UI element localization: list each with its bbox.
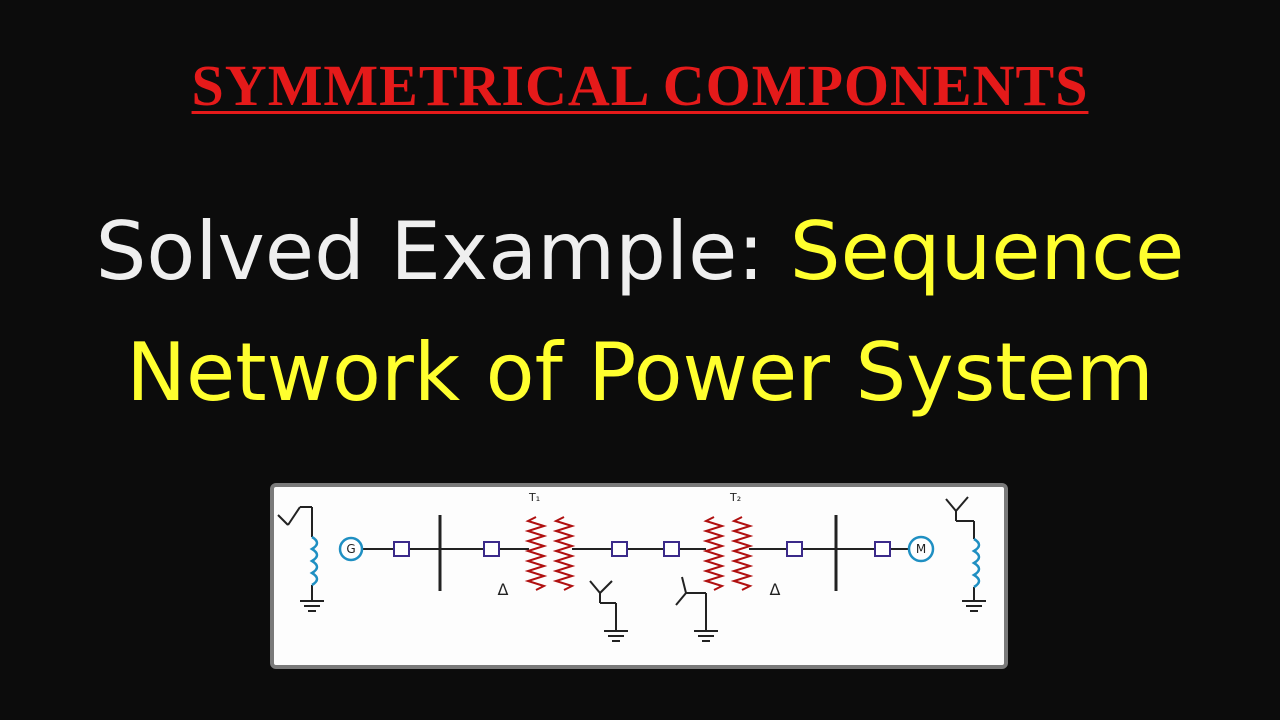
- generator-label: G: [346, 542, 355, 556]
- single-line-diagram-svg: G M T₁: [277, 491, 986, 642]
- transformer-2-star-grounding: [675, 576, 718, 642]
- motor-grounding-reactor: [971, 537, 981, 589]
- transformer-2-label: T₂: [729, 491, 741, 504]
- transformer-1-label: T₁: [528, 491, 540, 504]
- single-line-diagram: G M T₁: [270, 483, 1008, 669]
- breaker-4: [663, 541, 680, 557]
- transformer-1-delta-symbol: Δ: [498, 580, 509, 599]
- heading-text: SYMMETRICAL COMPONENTS: [191, 53, 1089, 118]
- breaker-1: [393, 541, 410, 557]
- title-line-1: Solved Example: Sequence: [0, 212, 1280, 292]
- transformer-2-delta-symbol: Δ: [770, 580, 781, 599]
- motor-icon: [907, 535, 935, 563]
- breaker-2: [483, 541, 500, 557]
- title-sequence: Sequence: [789, 205, 1185, 298]
- page-heading: SYMMETRICAL COMPONENTS: [0, 52, 1280, 119]
- title-line-2: Network of Power System: [126, 326, 1154, 419]
- generator-grounding-reactor: [309, 535, 319, 587]
- breaker-3: [611, 541, 628, 557]
- transformer-1-star-grounding: [589, 580, 628, 642]
- transformer-2-primary-winding: [702, 516, 726, 591]
- transformer-2-secondary-winding: [730, 516, 754, 591]
- transformer-1-secondary-winding: [552, 516, 576, 591]
- breaker-6: [874, 541, 891, 557]
- motor-grounding: [945, 496, 986, 612]
- motor-label: M: [916, 542, 926, 556]
- title-solved-example: Solved Example:: [95, 205, 765, 298]
- breaker-5: [786, 541, 803, 557]
- transformer-1-primary-winding: [524, 516, 548, 591]
- generator-icon: [338, 536, 364, 562]
- generator-grounding: [277, 506, 324, 612]
